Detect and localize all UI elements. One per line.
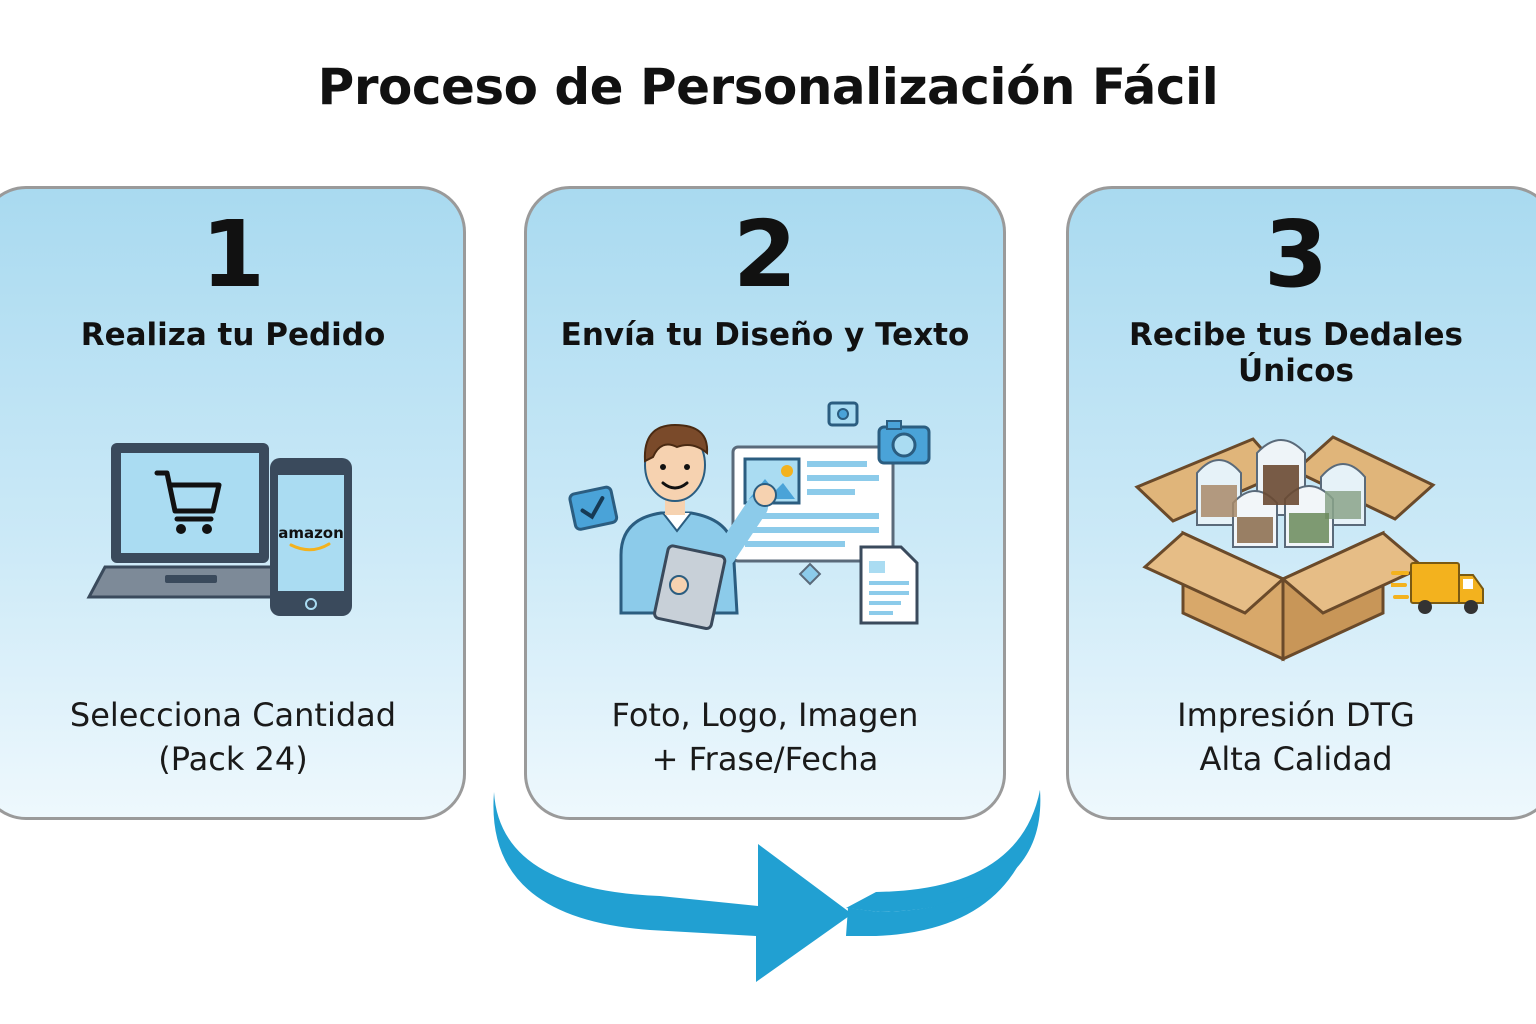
step-card-2: 2 Envía tu Diseño y Texto xyxy=(524,186,1006,820)
step-description: Selecciona Cantidad (Pack 24) xyxy=(69,696,397,778)
amazon-logo-text: amazon xyxy=(278,524,344,542)
box-thimbles-icon xyxy=(1134,435,1436,662)
step-number: 3 xyxy=(1263,201,1328,308)
step-description: Impresión DTG Alta Calidad xyxy=(1177,696,1415,778)
person-tablet-icon xyxy=(568,401,931,631)
flow-arrow-icon xyxy=(493,790,1041,982)
step-heading: Envía tu Diseño y Texto xyxy=(560,317,970,353)
step-card-3: 3 Recibe tus Dedales Únicos xyxy=(1066,186,1536,820)
delivery-truck-icon xyxy=(1391,562,1484,614)
step-description: Foto, Logo, Imagen + Frase/Fecha xyxy=(611,696,919,778)
step-number: 1 xyxy=(200,201,265,308)
step-card-1: 1 Realiza tu Pedido amazon Selecciona Ca… xyxy=(0,186,466,820)
step-number: 2 xyxy=(732,201,797,308)
document-icon xyxy=(859,545,919,625)
step-heading: Realiza tu Pedido xyxy=(80,317,386,353)
laptop-cart-icon xyxy=(86,443,292,599)
camera-icon xyxy=(877,420,931,465)
checkbox-icon xyxy=(568,485,619,531)
step-heading: Recibe tus Dedales Únicos xyxy=(1128,317,1463,389)
page-title: Proceso de Personalización Fácil xyxy=(317,58,1219,116)
smartphone-icon: amazon xyxy=(270,458,352,616)
